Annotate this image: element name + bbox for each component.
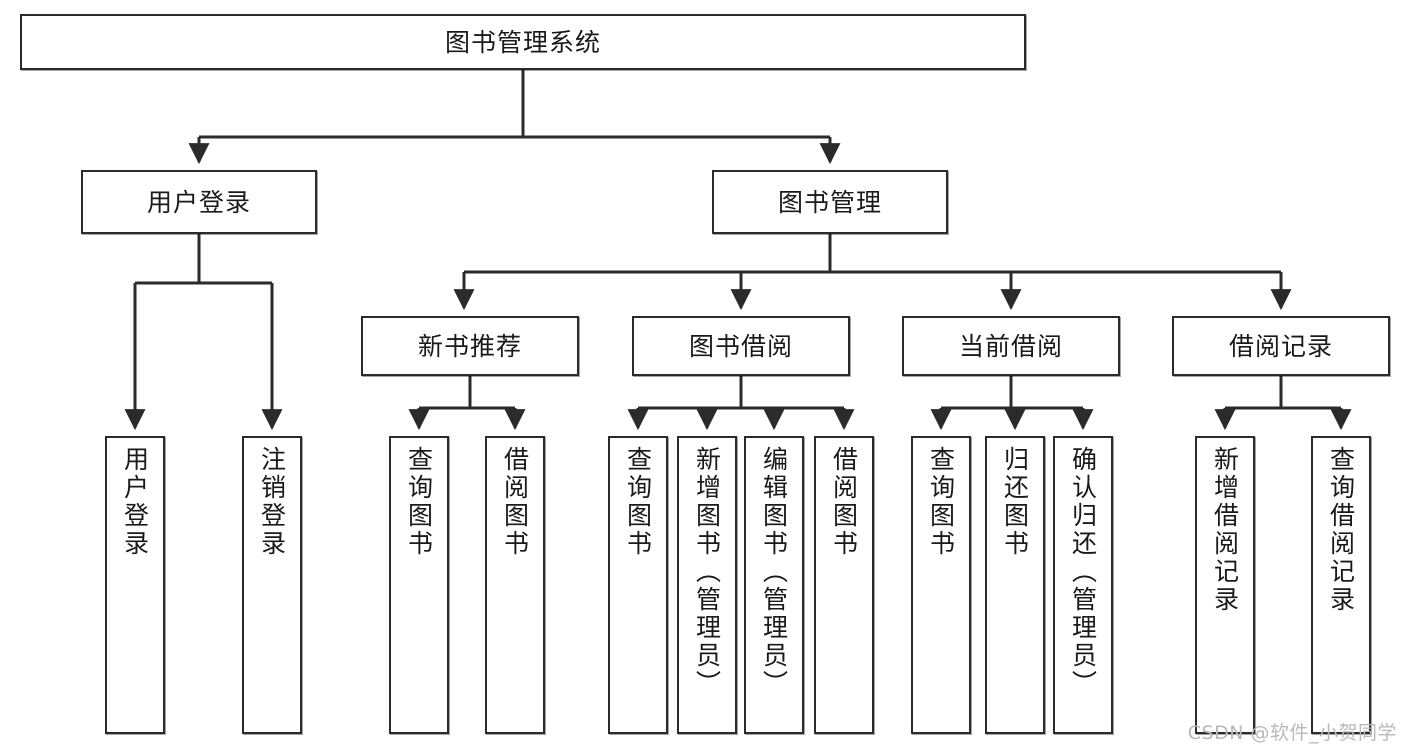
node-leaf-query-borrow-record-label: 查询借阅记录 [1326, 446, 1356, 614]
node-leaf-borrow-book-recommend-label: 借阅图书 [500, 446, 530, 558]
node-leaf-query-book-current[interactable]: 查询图书 [911, 436, 971, 734]
node-leaf-borrow-book-label: 借阅图书 [829, 446, 859, 558]
node-book-manage-label: 图书管理 [777, 187, 882, 217]
node-leaf-query-book-borrow-label: 查询图书 [623, 446, 653, 558]
node-book-borrow[interactable]: 图书借阅 [632, 316, 850, 376]
node-new-book-recommend[interactable]: 新书推荐 [361, 316, 579, 376]
node-leaf-confirm-return-admin[interactable]: 确认归还（管理员） [1053, 436, 1113, 734]
node-root-label: 图书管理系统 [444, 27, 601, 57]
node-new-book-recommend-label: 新书推荐 [417, 331, 522, 361]
node-leaf-add-borrow-record-label: 新增借阅记录 [1210, 446, 1240, 614]
node-leaf-user-login-label: 用户登录 [120, 446, 150, 558]
node-leaf-borrow-book[interactable]: 借阅图书 [814, 436, 874, 734]
node-leaf-user-login[interactable]: 用户登录 [105, 436, 165, 734]
node-borrow-record-label: 借阅记录 [1228, 331, 1333, 361]
node-leaf-query-book-current-label: 查询图书 [926, 446, 956, 558]
node-root[interactable]: 图书管理系统 [20, 14, 1026, 70]
node-leaf-confirm-return-admin-label: 确认归还（管理员） [1068, 446, 1098, 698]
node-leaf-query-book-borrow[interactable]: 查询图书 [608, 436, 668, 734]
node-leaf-return-book[interactable]: 归还图书 [985, 436, 1045, 734]
node-user-login[interactable]: 用户登录 [81, 170, 317, 234]
node-leaf-borrow-book-recommend[interactable]: 借阅图书 [485, 436, 545, 734]
node-leaf-query-borrow-record[interactable]: 查询借阅记录 [1311, 436, 1371, 734]
node-leaf-edit-book-admin[interactable]: 编辑图书（管理员） [744, 436, 804, 734]
node-leaf-user-logout[interactable]: 注销登录 [242, 436, 302, 734]
node-leaf-add-book-admin-label: 新增图书（管理员） [692, 446, 722, 698]
node-leaf-edit-book-admin-label: 编辑图书（管理员） [759, 446, 789, 698]
node-leaf-add-book-admin[interactable]: 新增图书（管理员） [677, 436, 737, 734]
node-leaf-user-logout-label: 注销登录 [257, 446, 287, 558]
node-leaf-query-book-recommend-label: 查询图书 [404, 446, 434, 558]
node-leaf-query-book-recommend[interactable]: 查询图书 [389, 436, 449, 734]
node-current-borrow-label: 当前借阅 [958, 331, 1063, 361]
node-user-login-label: 用户登录 [146, 187, 251, 217]
node-borrow-record[interactable]: 借阅记录 [1172, 316, 1390, 376]
node-current-borrow[interactable]: 当前借阅 [902, 316, 1120, 376]
watermark: CSDN @软件_小贺同学 [1187, 722, 1397, 744]
node-leaf-return-book-label: 归还图书 [1000, 446, 1030, 558]
node-book-manage[interactable]: 图书管理 [712, 170, 948, 234]
node-leaf-add-borrow-record[interactable]: 新增借阅记录 [1195, 436, 1255, 734]
node-book-borrow-label: 图书借阅 [688, 331, 793, 361]
